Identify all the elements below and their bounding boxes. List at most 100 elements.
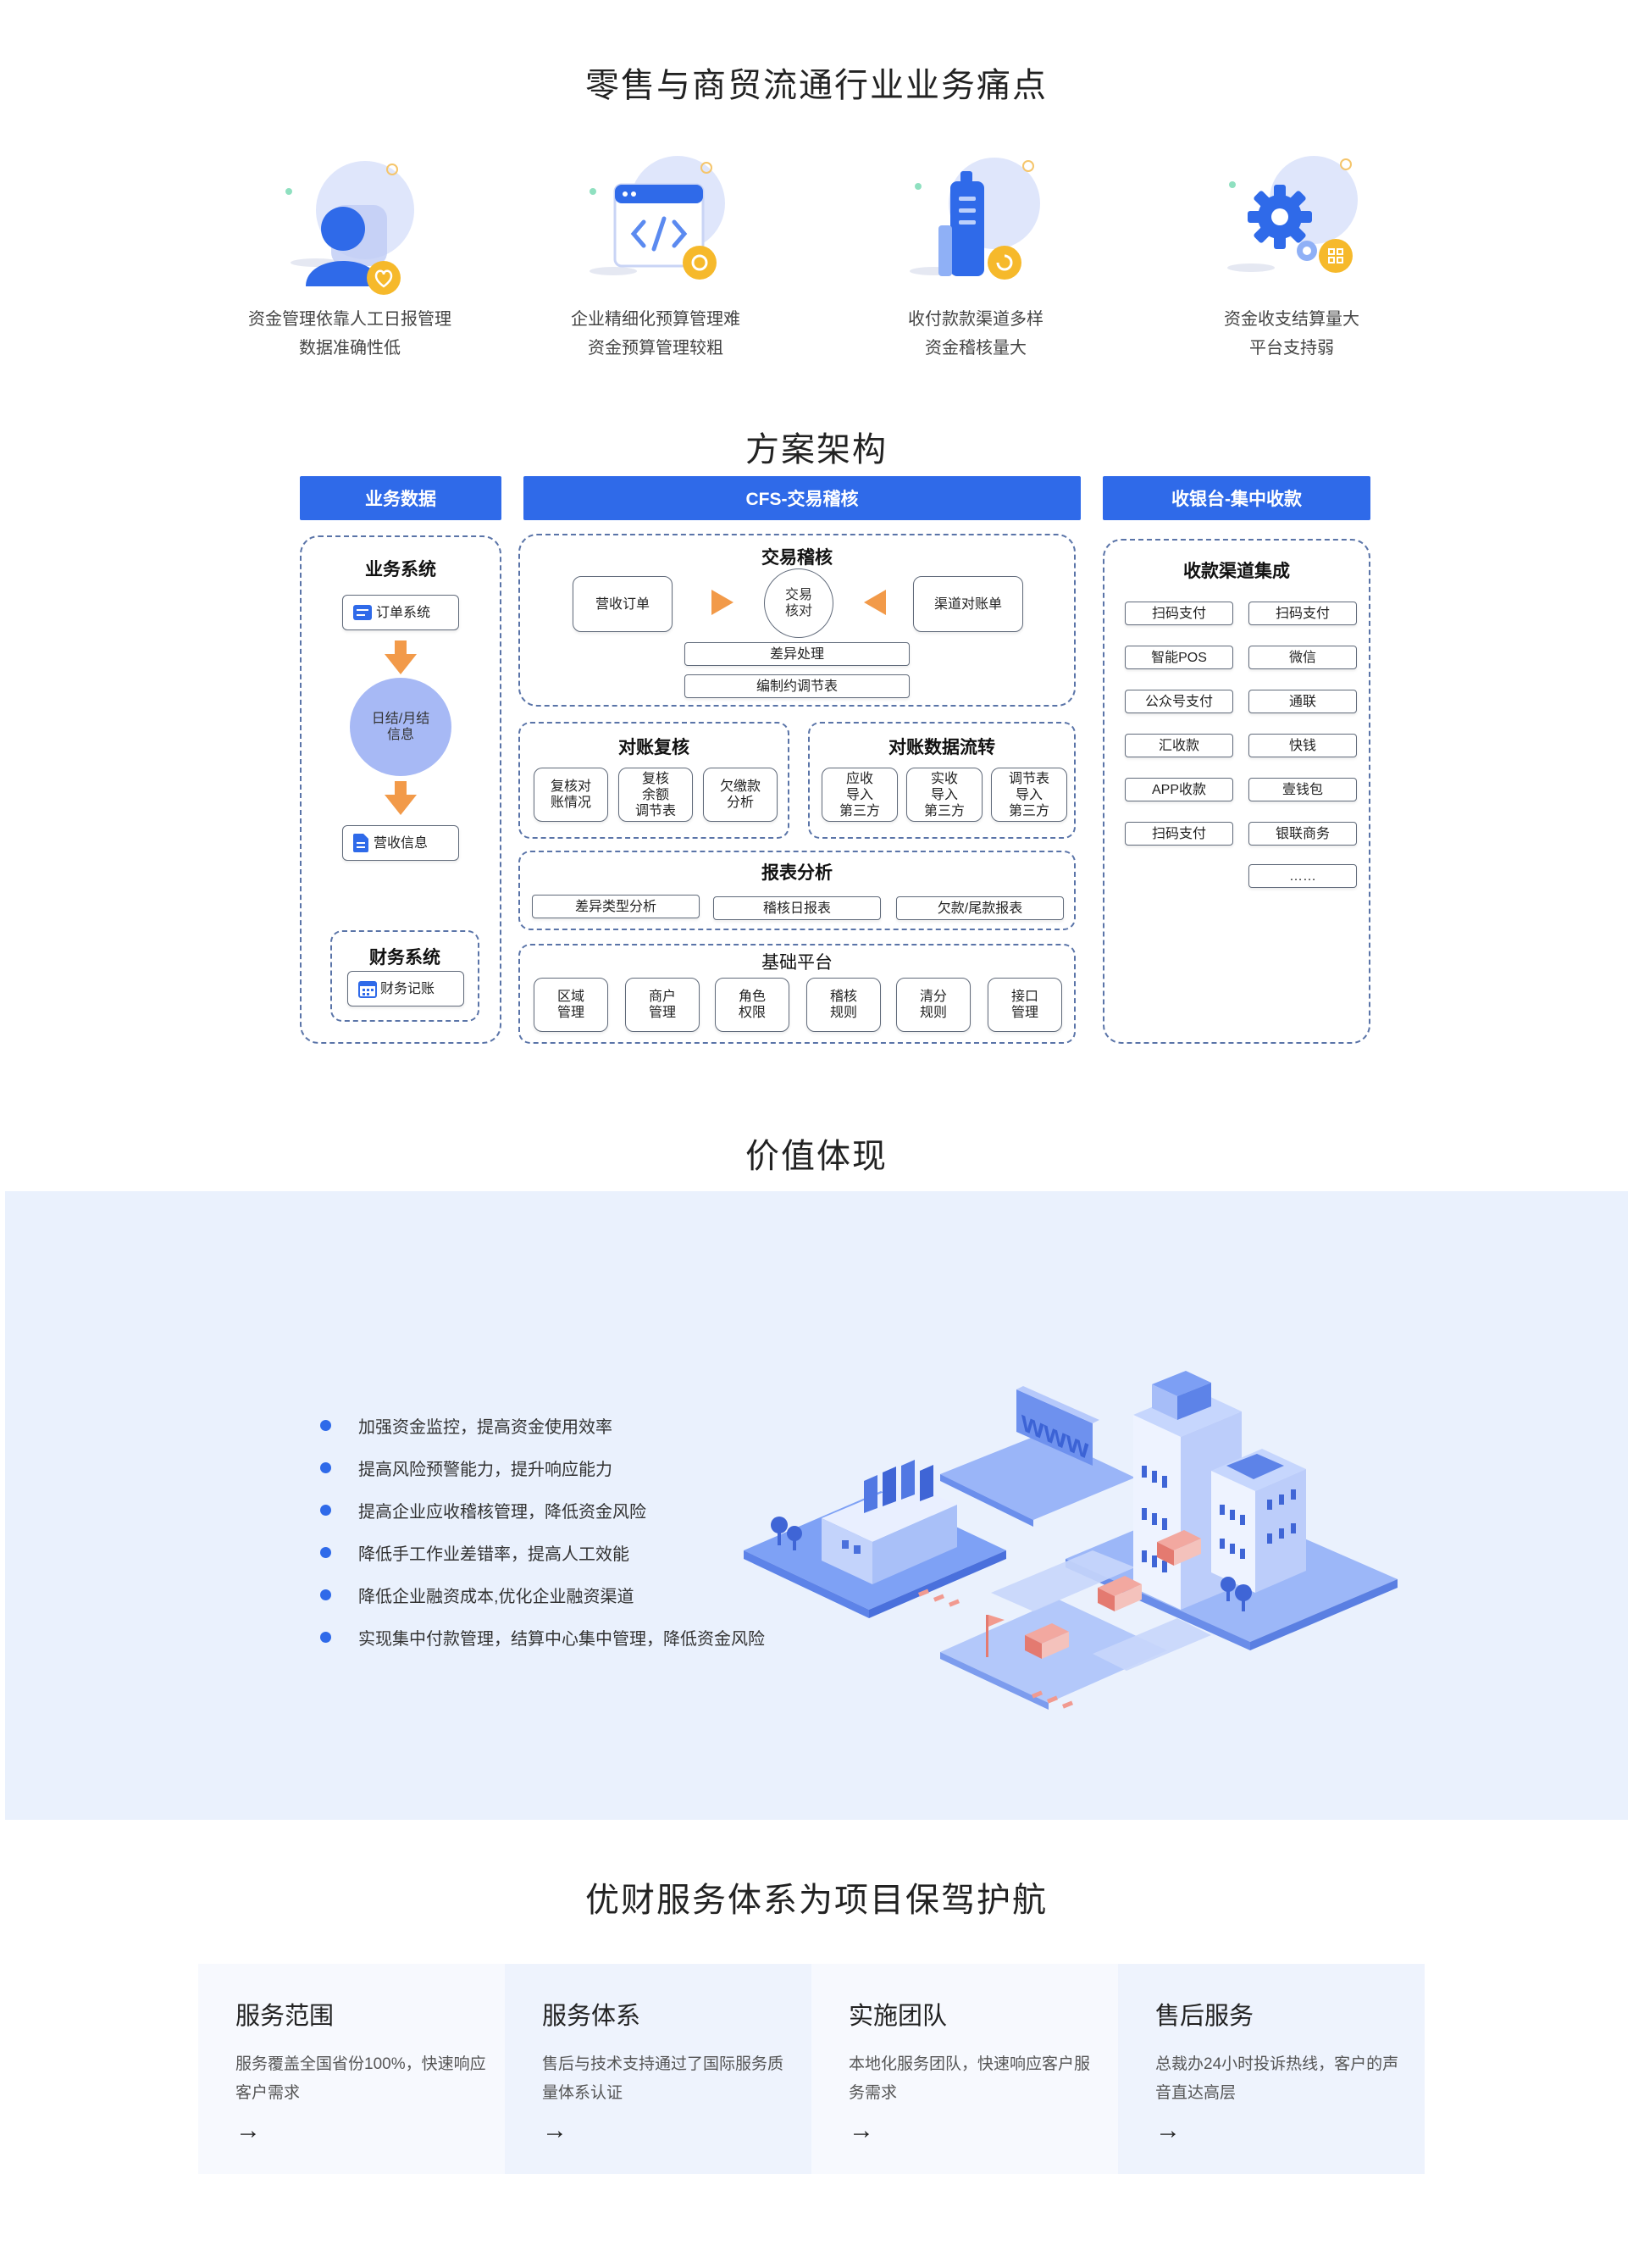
prepare-table-box: 编制约调节表 (684, 674, 910, 698)
channel-right-item: 通联 (1248, 690, 1357, 713)
city-illustration: www (744, 1371, 1398, 1710)
trade-audit-title: 交易稽核 (761, 548, 833, 568)
channel-right-item: 扫码支付 (1248, 602, 1357, 625)
document-icon (353, 834, 368, 852)
channel-right-item: 快钱 (1248, 734, 1357, 757)
channel-right-item: …… (1248, 864, 1357, 888)
calendar-icon (358, 981, 377, 998)
payment-terminal-icon (910, 158, 1040, 280)
pain-point-1: 资金管理依靠人工日报管理 数据准确性低 (180, 144, 519, 363)
arrow-right-icon[interactable]: → (542, 2116, 567, 2144)
trade-check-circle: 交易 核对 (764, 568, 833, 638)
channel-title: 收款渠道集成 (1183, 562, 1290, 581)
channel-right-item: 微信 (1248, 646, 1357, 669)
service-section-title: 优财服务体系为项目保驾护航 (585, 1882, 1048, 1919)
right-arrow-icon (711, 590, 733, 615)
recheck-title: 对账复核 (618, 738, 689, 757)
gear-grid-icon (1227, 156, 1358, 273)
channel-right-item: 壹钱包 (1248, 778, 1357, 801)
bullet-dot (320, 1420, 331, 1431)
service-card-title: 实施团队 (849, 2003, 948, 2030)
left-arrow-icon (864, 590, 886, 615)
base-item: 商户 管理 (625, 978, 700, 1032)
value-item-text: 提高企业应收稽核管理，降低资金风险 (358, 1503, 646, 1522)
pain-point-line1: 收付款款渠道多样 (908, 310, 1043, 329)
base-item: 接口 管理 (988, 978, 1062, 1032)
data-flow-item: 调节表 导入 第三方 (991, 768, 1067, 822)
service-card-desc: 售后与技术支持通过了国际服务质量体系认证 (542, 2055, 784, 2102)
bullet-dot (320, 1547, 331, 1558)
header-cashier: 收银台-集中收款 (1103, 476, 1370, 520)
finance-record-label: 财务记账 (380, 981, 435, 996)
value-section-title: 价值体现 (745, 1138, 888, 1175)
bullet-dot (320, 1589, 331, 1600)
report-title: 报表分析 (761, 863, 833, 883)
recheck-item: 复核 余额 调节表 (618, 768, 693, 822)
value-item-text: 降低企业融资成本,优化企业融资渠道 (358, 1588, 634, 1606)
pain-point-line1: 资金管理依靠人工日报管理 (248, 310, 451, 329)
report-item: 欠款/尾款报表 (896, 896, 1064, 920)
business-data-panel (300, 535, 501, 1044)
value-item-text: 实现集中付款管理，结算中心集中管理，降低资金风险 (358, 1630, 765, 1649)
pain-section-title: 零售与商贸流通行业业务痛点 (585, 67, 1048, 104)
pain-point-line2: 平台支持弱 (1249, 339, 1334, 358)
pain-point-3: 收付款款渠道多样 资金稽核量大 (806, 144, 1145, 363)
header-cfs: CFS-交易稽核 (523, 476, 1081, 520)
value-item: 实现集中付款管理，结算中心集中管理，降低资金风险 (320, 1625, 765, 1650)
channel-left-item: 智能POS (1125, 646, 1233, 669)
channel-right-item: 银联商务 (1248, 822, 1357, 846)
arrow-right-icon[interactable]: → (235, 2116, 261, 2144)
down-arrow-icon (385, 640, 417, 674)
arrow-right-icon[interactable]: → (1155, 2116, 1181, 2144)
base-item: 清分 规则 (896, 978, 971, 1032)
value-item: 降低手工作业差错率，提高人工效能 (320, 1540, 629, 1565)
base-item: 稽核 规则 (806, 978, 881, 1032)
recheck-item: 复核对 账情况 (534, 768, 608, 822)
value-item-text: 加强资金监控，提高资金使用效率 (358, 1418, 612, 1437)
data-flow-title: 对账数据流转 (888, 738, 995, 757)
report-item: 差异类型分析 (532, 895, 700, 918)
arrow-right-icon[interactable]: → (849, 2116, 874, 2144)
order-system-box: 订单系统 (342, 595, 459, 630)
value-item-text: 降低手工作业差错率，提高人工效能 (358, 1545, 629, 1564)
report-item: 稽核日报表 (713, 896, 881, 920)
service-card-title: 售后服务 (1155, 2003, 1254, 2030)
pain-point-line2: 数据准确性低 (299, 339, 401, 358)
report-panel (518, 851, 1076, 930)
channel-left-item: 扫码支付 (1125, 602, 1233, 625)
header-business-data: 业务数据 (300, 476, 501, 520)
pain-point-line2: 资金稽核量大 (925, 339, 1027, 358)
base-item: 区域 管理 (534, 978, 608, 1032)
bullet-dot (320, 1632, 331, 1643)
diff-process-box: 差异处理 (684, 642, 910, 666)
channel-left-item: 公众号支付 (1125, 690, 1233, 713)
pain-point-2: 企业精细化预算管理难 资金预算管理较粗 (486, 144, 825, 363)
recheck-panel (518, 722, 789, 839)
channel-left-item: 扫码支付 (1125, 822, 1233, 846)
revenue-info-label: 营收信息 (374, 835, 429, 851)
finance-record-box: 财务记账 (347, 971, 464, 1006)
channel-statement-box: 渠道对账单 (913, 576, 1023, 632)
truck-icon (1025, 1623, 1069, 1659)
finance-system-title: 财务系统 (369, 948, 440, 968)
finance-system-panel (330, 930, 479, 1022)
trade-audit-panel (518, 534, 1076, 707)
value-item: 加强资金监控，提高资金使用效率 (320, 1413, 612, 1438)
service-card-desc: 本地化服务团队，快速响应客户服务需求 (849, 2055, 1091, 2102)
service-card: 服务范围 服务覆盖全国省份100%，快速响应客户需求 → (198, 1964, 505, 2174)
service-card: 售后服务 总裁办24小时投诉热线，客户的声音直达高层 → (1118, 1964, 1425, 2174)
down-arrow-icon (385, 781, 417, 815)
service-card-title: 服务体系 (542, 2003, 641, 2030)
revenue-order-box: 营收订单 (573, 576, 673, 632)
base-item: 角色 权限 (715, 978, 789, 1032)
channel-left-item: 汇收款 (1125, 734, 1233, 757)
list-icon (353, 605, 372, 620)
base-platform-panel (518, 944, 1076, 1044)
pain-point-line1: 资金收支结算量大 (1224, 310, 1359, 329)
data-flow-item: 实收 导入 第三方 (906, 768, 983, 822)
channel-panel (1103, 539, 1370, 1044)
service-card-title: 服务范围 (235, 2003, 335, 2030)
arch-section-title: 方案架构 (745, 431, 888, 469)
order-system-label: 订单系统 (376, 605, 431, 620)
data-flow-panel (808, 722, 1076, 839)
